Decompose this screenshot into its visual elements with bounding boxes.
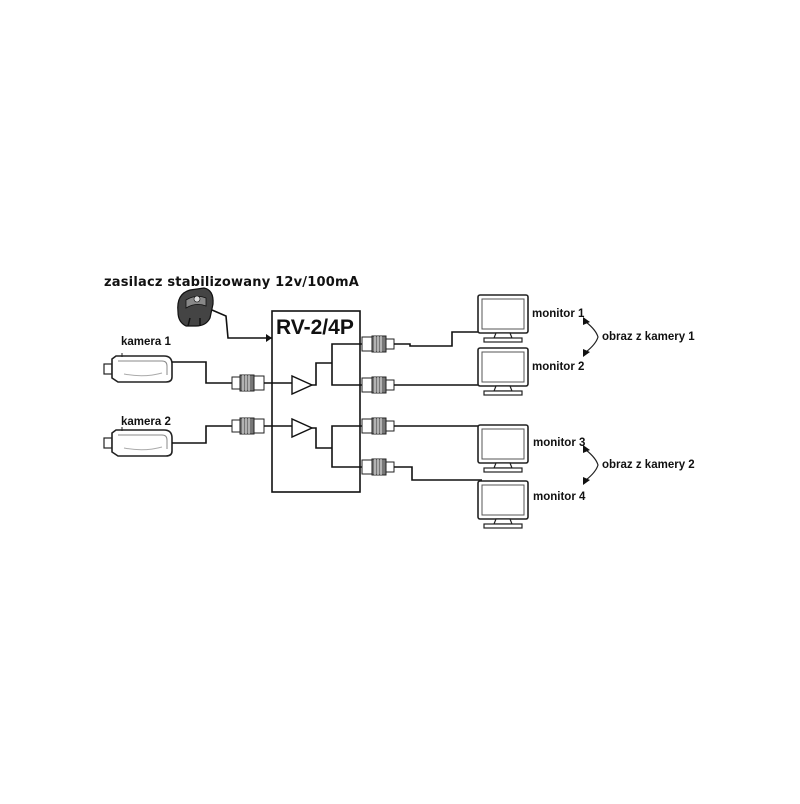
monitor-3-label: monitor 3 [533,437,585,449]
annotation-camera-1: obraz z kamery 1 [602,331,695,343]
power-supply-label: zasilacz stabilizowany 12v/100mA [104,275,359,290]
monitor-4-icon [477,480,529,529]
amplifier-2-icon [291,417,314,439]
camera-2-cable [172,425,232,444]
bracket-arrows-camera-2 [583,445,599,485]
power-arrow [266,334,272,342]
output-1-cable [394,331,482,347]
ch1-split-lines [312,343,362,386]
rv-device-box [271,310,361,493]
monitor-4-label: monitor 4 [533,491,586,503]
input-1-connector [231,374,265,392]
input-2-connector [231,417,265,435]
power-cable [211,309,272,339]
camera-1-label: kamera 1 [121,336,171,348]
monitor-3-icon [477,424,529,473]
camera-1-cable [172,361,232,384]
monitor-1-label: monitor 1 [532,308,585,320]
camera-2-icon [103,426,173,457]
annotation-camera-2: obraz z kamery 2 [602,459,695,471]
monitor-2-icon [477,347,529,396]
monitor-1-icon [477,294,529,343]
device-model-label: RV-2/4P [276,316,354,339]
bracket-arrows-camera-1 [583,317,599,357]
camera-1-icon [103,352,173,383]
output-3-connector [361,417,395,435]
amplifier-1-icon [291,374,314,396]
output-4-connector [361,458,395,476]
output-1-connector [361,335,395,353]
ch2-split-lines [312,425,362,468]
monitor-2-label: monitor 2 [532,361,584,373]
camera-2-label: kamera 2 [121,416,171,428]
output-4-cable [394,466,482,481]
power-adapter-icon [177,287,214,327]
output-2-connector [361,376,395,394]
